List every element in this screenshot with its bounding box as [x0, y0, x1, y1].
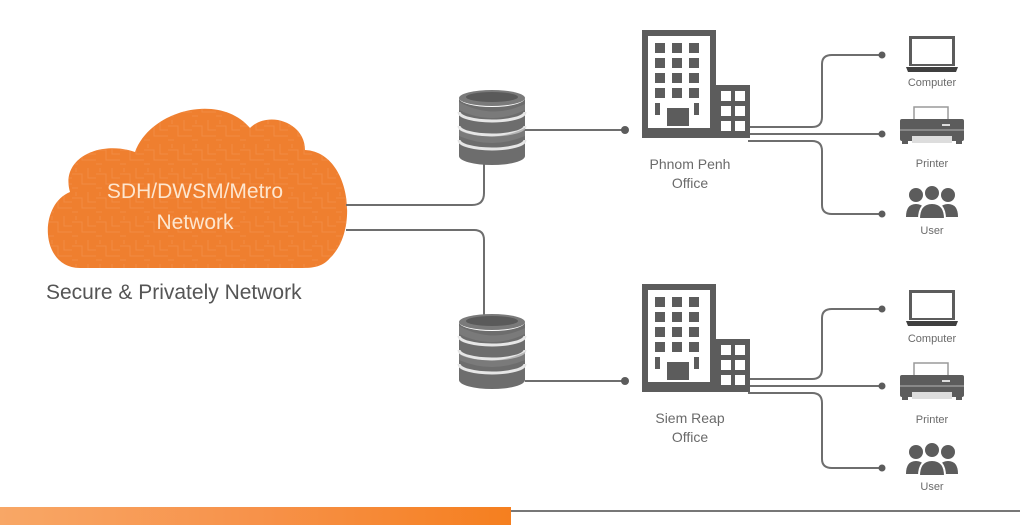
device-label: User: [920, 481, 944, 493]
users-icon: [905, 184, 959, 220]
printer-icon: [899, 362, 965, 401]
cloud-label-line1: SDH/DWSM/Metro: [106, 180, 284, 203]
printer-icon: [899, 106, 965, 145]
device-label: Printer: [915, 414, 949, 426]
laptop-icon: [906, 290, 958, 326]
office-building-icon: [642, 284, 750, 392]
footer-divider: [511, 510, 1020, 512]
database-icon: [457, 312, 527, 391]
office-name: Phnom Penh: [649, 156, 731, 172]
cloud-label: SDH/DWSM/Metro Network: [60, 176, 330, 238]
office-label: Siem Reap Office: [630, 409, 750, 447]
footer-accent-bar: [0, 507, 511, 525]
device-label: User: [920, 225, 944, 237]
office-label: Phnom Penh Office: [630, 155, 750, 193]
cloud-caption: Secure & Privately Network: [46, 281, 302, 304]
database-icon: [457, 88, 527, 167]
office-name: Siem Reap: [655, 410, 725, 426]
device-label: Computer: [907, 333, 957, 345]
cloud-icon: [47, 108, 348, 268]
connection-dots: [621, 51, 886, 472]
device-label: Computer: [907, 77, 957, 89]
users-icon: [905, 441, 959, 477]
link-cloud-db2: [346, 229, 485, 315]
office-building-icon: [642, 30, 750, 138]
cloud-label-line2: Network: [156, 211, 234, 234]
link-cloud-db1: [346, 160, 485, 206]
office-suffix: Office: [671, 429, 709, 445]
office-suffix: Office: [671, 175, 709, 191]
device-label: Printer: [915, 158, 949, 170]
connection-lines: [346, 54, 882, 469]
laptop-icon: [906, 36, 958, 72]
